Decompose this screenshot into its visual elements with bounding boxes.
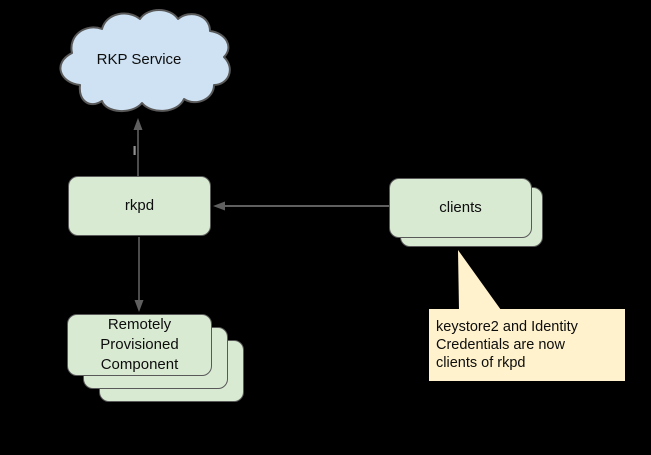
rpc-label-line-3: Component xyxy=(100,356,179,373)
rkpd-box: rkpd xyxy=(68,176,211,236)
clients-label: clients xyxy=(439,199,482,216)
arrowhead-down xyxy=(134,300,144,312)
rpc-label-line-2: Provisioned xyxy=(100,336,179,353)
callout-line-3: clients of rkpd xyxy=(436,355,526,371)
rkpd-label: rkpd xyxy=(124,197,155,214)
arrowhead-left xyxy=(213,201,225,211)
rkp-service-label: RKP Service xyxy=(96,51,182,68)
connector-midpoint-mark xyxy=(133,146,136,155)
rpc-label-line-1: Remotely xyxy=(107,316,172,333)
cloud-outline xyxy=(59,9,231,112)
callout-bubble: keystore2 and Identity Credentials are n… xyxy=(429,309,625,381)
rkp-service-cloud-shape xyxy=(59,9,231,112)
arrowhead-up xyxy=(133,118,143,130)
callout-line-1: keystore2 and Identity xyxy=(436,319,578,335)
rpc-box: Remotely Provisioned Component xyxy=(67,314,212,376)
clients-box: clients xyxy=(389,178,532,238)
callout-tail xyxy=(458,250,501,310)
callout-line-2: Credentials are now xyxy=(436,337,565,353)
